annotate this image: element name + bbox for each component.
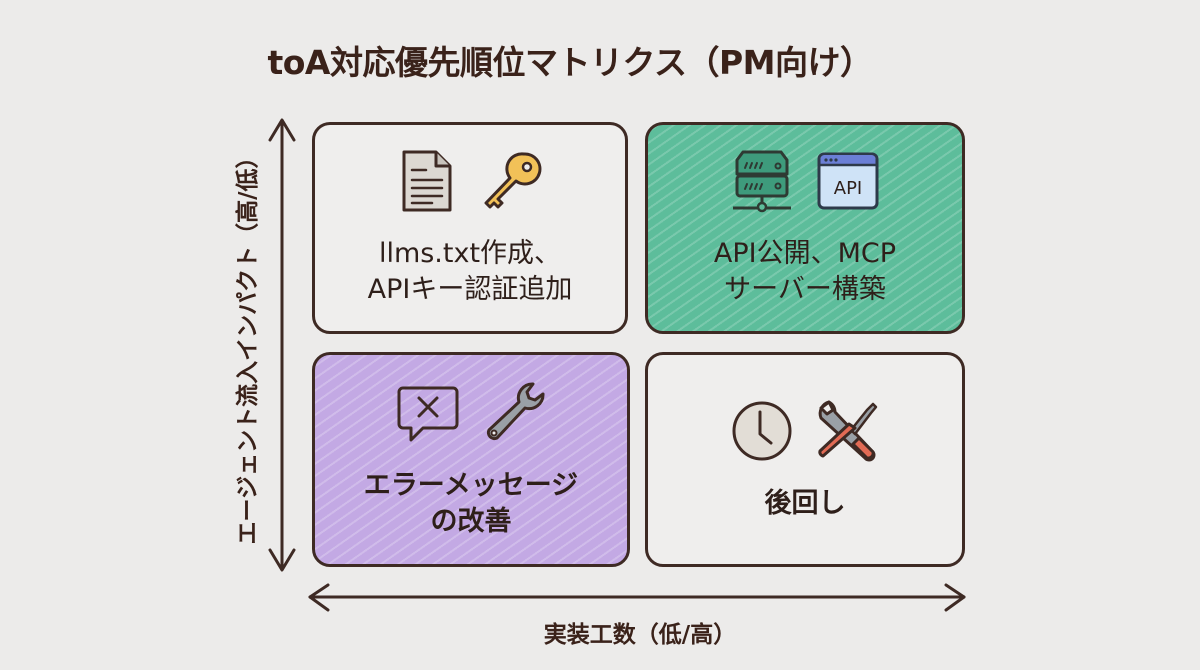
error-message-icon [397, 386, 459, 441]
quadrant-top-right: API API公開、MCP サーバー構築 [645, 122, 965, 334]
label-line: 後回し [764, 487, 846, 519]
clock-icon [732, 401, 792, 460]
quadrant-bottom-left: エラーメッセージ の改善 [312, 352, 630, 567]
label-line: サーバー構築 [724, 274, 886, 305]
key-icon [484, 152, 542, 209]
label-line: APIキー認証追加 [367, 274, 573, 305]
quadrant-label: エラーメッセージ の改善 [364, 468, 578, 540]
document-icon [402, 150, 452, 212]
quadrant-bottom-right: 後回し [645, 352, 965, 567]
x-axis-label: 実装工数（低/高） [543, 622, 737, 648]
x-axis-arrow [308, 583, 966, 612]
y-axis-arrow [268, 118, 296, 572]
quadrant-label: 後回し [765, 486, 846, 522]
server-icon [733, 150, 791, 213]
y-axis-label: エージェント流入インパクト（高/低） [235, 145, 261, 545]
quadrant-label: llms.txt作成、 APIキー認証追加 [368, 236, 573, 308]
api-text: API [834, 178, 862, 199]
api-window-icon: API [817, 152, 879, 210]
label-line: llms.txt作成、 [378, 238, 562, 269]
page-title: toA対応優先順位マトリクス（PM向け） [267, 43, 873, 82]
label-line: API公開、MCP [713, 238, 897, 269]
label-line: エラーメッセージ [363, 469, 579, 501]
quadrant-label: API公開、MCP サーバー構築 [714, 236, 896, 308]
quadrant-top-left: llms.txt作成、 APIキー認証追加 [312, 122, 628, 334]
label-line: の改善 [430, 505, 512, 537]
tools-icon [818, 400, 878, 461]
wrench-icon [486, 382, 545, 440]
